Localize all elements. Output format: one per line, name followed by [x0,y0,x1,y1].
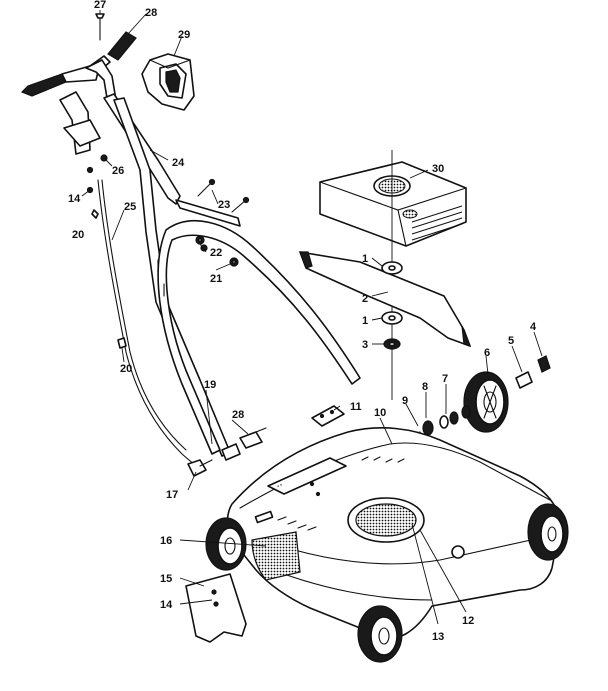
svg-text:• •: • • [276,482,283,490]
callout-4: 4 [530,321,537,333]
callout-30: 30 [432,163,444,175]
callout-13: 13 [432,631,444,643]
callout-labels: 27 28 29 24 26 14 25 20 23 22 21 20 30 1… [68,0,537,643]
callout-5: 5 [508,335,514,347]
leader-lines [81,10,543,625]
handle-bolts [197,178,250,213]
callout-9: 9 [402,395,408,407]
callout-2: 2 [362,293,368,305]
switch-box [141,53,195,111]
callout-17: 17 [166,489,178,501]
callout-8: 8 [422,381,428,393]
callout-21: 21 [210,273,222,285]
lower-handle-right [157,219,361,455]
handle-assembly [20,13,361,477]
callout-20: 20 [120,363,132,375]
cord-clip [117,337,127,349]
callout-26: 26 [112,165,124,177]
callout-29: 29 [178,29,190,41]
blade [299,251,472,347]
cord-plug [187,459,213,477]
callout-15: 15 [160,573,172,585]
callout-23: 23 [218,199,230,211]
callout-20: 20 [72,229,84,241]
callout-28: 28 [145,7,157,19]
callout-6: 6 [484,347,490,359]
cord-end [221,443,241,461]
mower-deck: • • [205,427,569,663]
blade-washers [381,261,403,350]
callout-14: 14 [68,193,81,205]
callout-24: 24 [172,157,185,169]
callout-25: 25 [124,201,136,213]
callout-10: 10 [374,407,386,419]
switch-bracket [59,91,108,219]
callout-12: 12 [462,615,474,627]
rear-deflector [185,573,247,643]
callout-7: 7 [442,373,448,385]
callout-14: 14 [160,599,173,611]
callout-1: 1 [362,315,368,327]
cord-plate [311,405,345,427]
cord-connector [239,427,267,449]
left-grip [20,65,99,97]
callout-28: 28 [232,409,244,421]
callout-3: 3 [362,339,368,351]
callout-22: 22 [210,247,222,259]
rear-wheel-assembly [385,355,551,457]
callout-1: 1 [362,253,368,265]
power-cord [97,179,197,467]
callout-11: 11 [350,401,362,413]
callout-27: 27 [94,0,106,11]
handle-knobs [195,235,239,267]
callout-19: 19 [204,379,216,391]
callout-16: 16 [160,535,172,547]
top-screw [95,13,105,41]
